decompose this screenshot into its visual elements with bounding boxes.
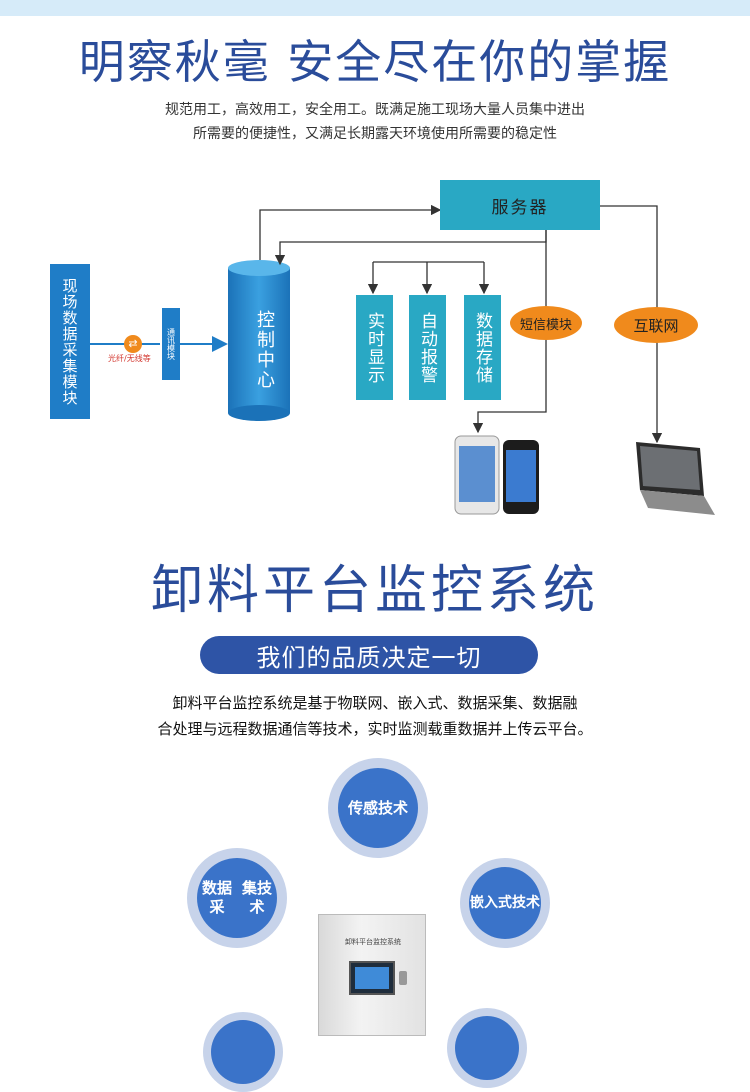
tech-circle-embedded: 嵌入式 技术 [460, 858, 550, 948]
top-banner-strip [0, 0, 750, 16]
auto-alarm-box: 自动报警 [409, 295, 446, 400]
communication-module: 通讯模块 [162, 308, 180, 380]
page-title: 明察秋毫 安全尽在你的掌握 [78, 35, 672, 89]
control-center-label: 控制中心 [254, 310, 275, 390]
intro-text-line-1: 规范用工，高效用工，安全用工。既满足施工现场大量人员集中进出 [165, 102, 585, 118]
cabinet-screen [349, 961, 395, 995]
section-desc-line-1: 卸料平台监控系统是基于物联网、嵌入式、数据采集、数据融 [172, 694, 578, 712]
sms-module-oval: 短信模块 [510, 306, 582, 340]
intro-text-line-2: 所需要的便捷性，又满足长期露天环境使用所需要的稳定性 [193, 126, 557, 142]
tech-circle-data-collection: 数据采 集技术 [187, 848, 287, 948]
internet-oval: 互联网 [614, 307, 698, 343]
section-desc-line-2: 合处理与远程数据通信等技术，实时监测载重数据并上传云平台。 [157, 720, 593, 738]
system-architecture-diagram: 现场数据采集模块 ⇄ 光纤/无线等 通讯模块 控制中心 服务器 实时显示 自动报… [0, 170, 750, 530]
cabinet-handle [399, 971, 407, 985]
tech-circle-bottom-left [203, 1012, 283, 1092]
tech-label-data-line-1: 数据采 [201, 879, 232, 916]
data-storage-box: 数据存储 [464, 295, 501, 400]
diagram-connectors [90, 204, 715, 515]
data-collection-module: 现场数据采集模块 [50, 264, 90, 419]
server-box: 服务器 [440, 180, 600, 230]
tech-label-sensor: 传感技术 [338, 768, 418, 848]
monitoring-cabinet-image: 卸料平台监控系统 [318, 914, 426, 1036]
realtime-display-box: 实时显示 [356, 295, 393, 400]
section-title: 卸料平台监控系统 [150, 561, 599, 621]
cabinet-nameplate: 卸料平台监控系统 [345, 938, 401, 946]
link-icon: ⇄ [124, 335, 142, 353]
tech-label-embed-line-2: 技术 [512, 894, 540, 911]
tech-circle-sensor: 传感技术 [328, 758, 428, 858]
laptop-image [636, 442, 715, 515]
link-label: 光纤/无线等 [108, 354, 151, 363]
tech-circle-bottom-right [447, 1008, 527, 1088]
tagline-pill: 我们的品质决定一切 [200, 636, 538, 674]
tech-label-embed-line-1: 嵌入式 [470, 894, 512, 911]
tech-label-data-line-2: 集技术 [241, 879, 272, 916]
control-center-cylinder [228, 260, 290, 421]
smartphones-image [454, 435, 539, 515]
